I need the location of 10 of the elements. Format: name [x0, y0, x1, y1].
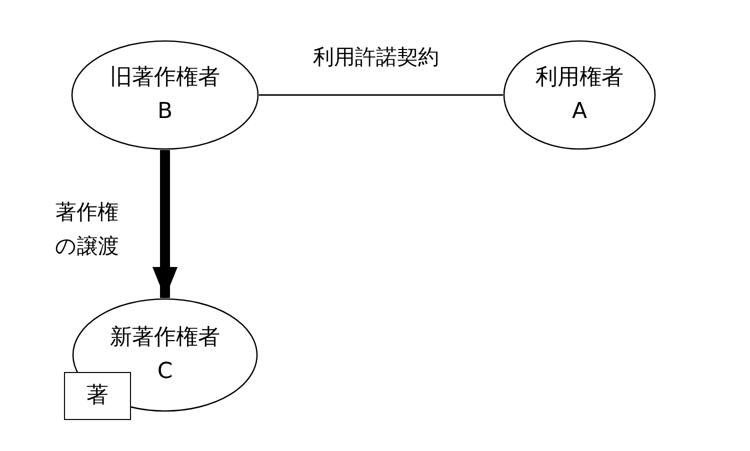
- box-label: 著: [86, 382, 108, 410]
- party-label: 新著作権者: [110, 324, 220, 352]
- party-label: 利用権者: [536, 64, 624, 92]
- party-label: B: [157, 98, 173, 126]
- connector-line: [259, 94, 503, 96]
- party-label: A: [572, 98, 588, 126]
- party-label: 旧著作権者: [110, 64, 220, 92]
- arrow: [152, 150, 178, 298]
- party-label: C: [157, 358, 173, 386]
- mark-box: [64, 372, 131, 420]
